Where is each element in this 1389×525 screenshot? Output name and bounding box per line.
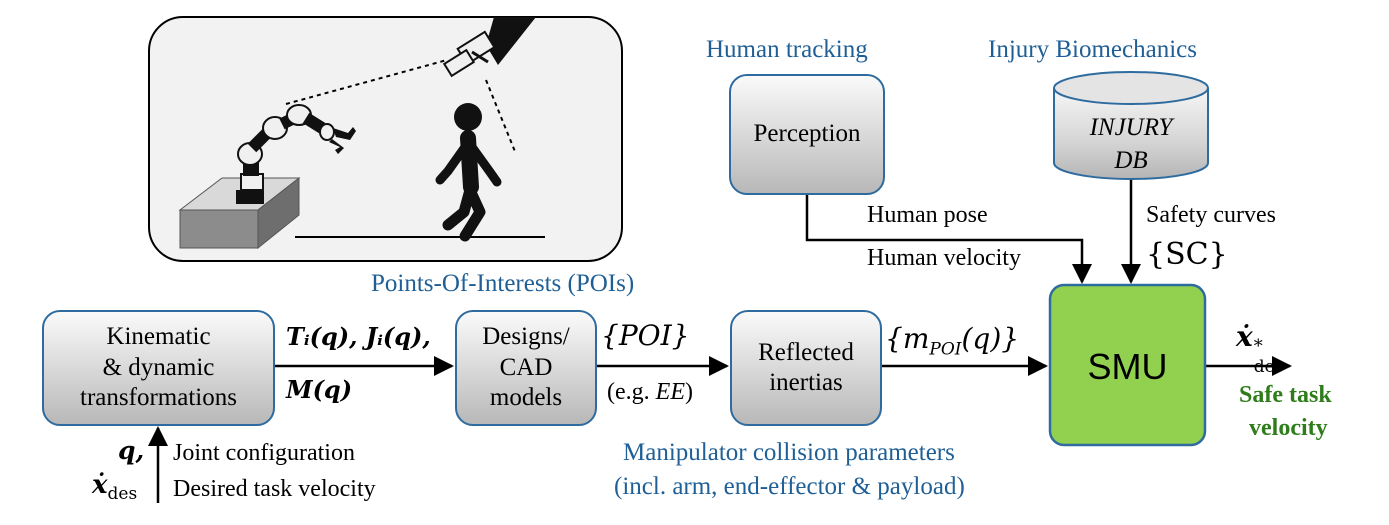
label-mpoi: {mPOI(q)} [885,325,1019,359]
reflected-line1: Reflected [758,338,854,366]
connections [148,180,1292,503]
label-xdes-main: ẋ [92,470,108,500]
perception-label: Perception [753,120,861,148]
robot-arm-icon [236,104,356,204]
perception-box: Perception [729,74,885,195]
label-eg-prefix: (e.g. [607,379,656,405]
label-mpoi-tail: (q)} [961,322,1020,355]
designs-line1: Designs/ [482,323,570,351]
label-sc-set: {SC} [1146,237,1228,272]
label-eg-suffix: ) [684,379,693,405]
camera-icon [442,17,536,78]
label-ti-ji: Tᵢ(q), Jᵢ(q), [286,322,431,351]
smu-box-bg [1048,283,1207,447]
label-desired-task-velocity: Desired task velocity [173,476,376,502]
injury-db-line2: DB [1114,147,1148,174]
label-eg-ee-italic: EE [655,379,685,405]
header-injury-biomechanics: Injury Biomechanics [988,36,1197,63]
kinematic-line3: transformations [80,384,237,412]
human-figure-icon [435,103,502,242]
label-mq: M(q) [286,375,353,404]
label-joint-config: Joint configuration [173,440,355,466]
kinematic-dynamic-box: Kinematic & dynamic transformations [42,310,275,426]
camera-to-robot-dashed-line [285,59,448,105]
kinematic-line2: & dynamic [102,353,215,381]
label-human-pose: Human pose [867,202,988,228]
header-collision-params-line1: Manipulator collision parameters [623,439,955,466]
reflected-inertias-box: Reflected inertias [730,310,882,426]
designs-line2: CAD [499,353,553,381]
header-human-tracking: Human tracking [706,36,868,63]
label-safe-task-line2: velocity [1249,415,1328,441]
label-xdes-star-sup: * [1253,336,1263,357]
camera-to-human-dashed-line [485,79,517,155]
label-xdes: ẋdes [92,472,137,503]
label-xdes-star-sub: des [1253,357,1284,377]
robot-human-illustration [148,16,623,262]
kinematic-line1: Kinematic [106,323,211,351]
arrow-perception-to-smu [805,195,1092,284]
header-collision-params-line2: (incl. arm, end-effector & payload) [614,473,965,500]
label-mpoi-sub: POI [929,339,962,360]
injury-db-cylinder [1053,71,1209,180]
designs-line3: models [489,384,563,412]
label-human-velocity: Human velocity [867,245,1021,271]
label-mpoi-head: {m [885,322,930,355]
injury-db-line1: INJURY [1089,114,1173,141]
header-pois: Points-Of-Interests (POIs) [371,270,635,297]
smu-label: SMU [1087,346,1168,387]
label-eg-ee: (e.g. EE) [607,380,693,404]
reflected-line2: inertias [769,369,843,396]
label-safe-task-line1: Safe task [1239,382,1332,408]
label-safety-curves: Safety curves [1146,202,1276,228]
designs-cad-box: Designs/ CAD models [455,310,597,426]
label-xdes-sub: des [107,484,138,505]
label-poi-set: {POI} [601,319,690,352]
label-xdes-star-main: ẋ [1236,320,1253,353]
label-xdes-star: ẋ*des [1236,320,1287,376]
label-q-comma: q, [118,436,145,465]
